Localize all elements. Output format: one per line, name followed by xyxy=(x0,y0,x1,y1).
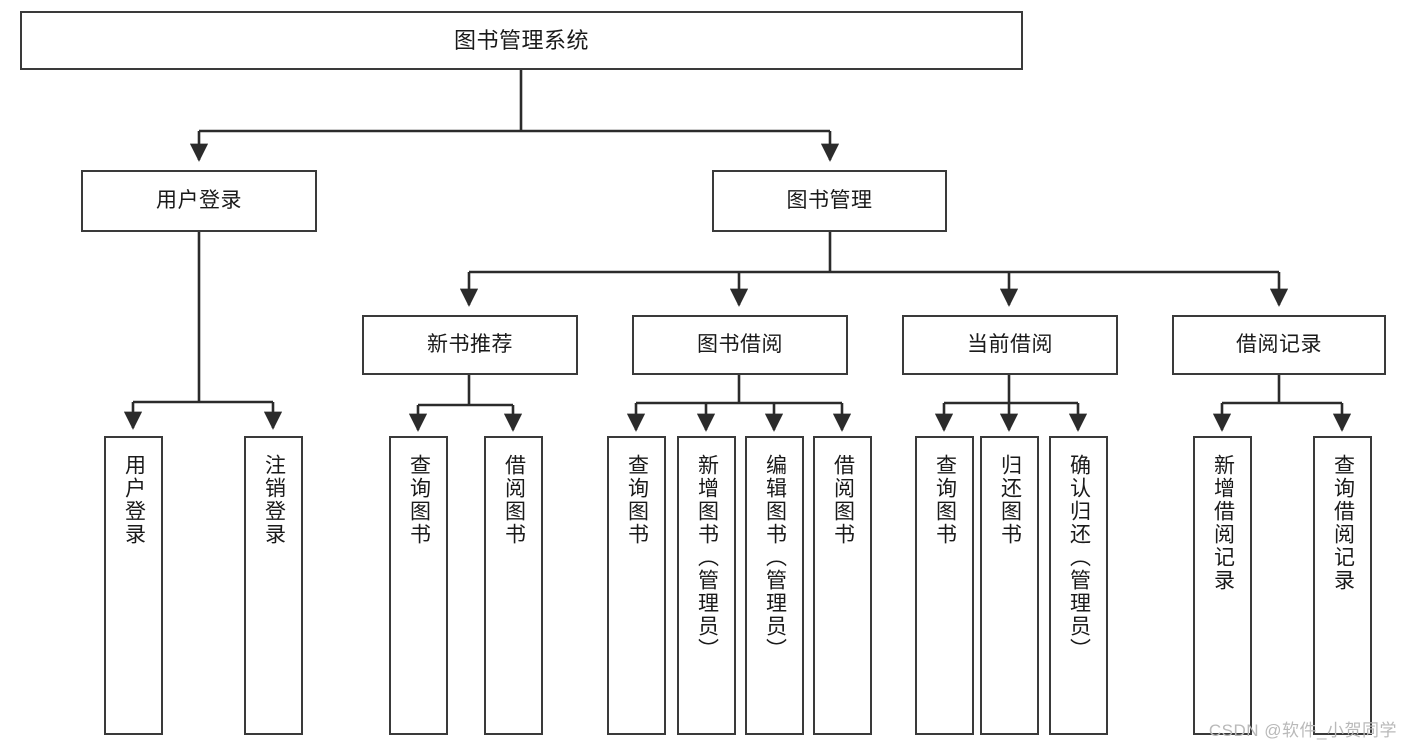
node-leaf-query-book-borrow[interactable]: 查询图书 xyxy=(607,436,666,735)
node-leaf-user-login[interactable]: 用户登录 xyxy=(104,436,163,735)
node-leaf-query-book-current[interactable]: 查询图书 xyxy=(915,436,974,735)
node-label: 查询图书 xyxy=(933,454,957,546)
node-book-borrow[interactable]: 图书借阅 xyxy=(632,315,848,375)
node-label: 新增图书（管理员） xyxy=(695,454,719,661)
node-label: 查询图书 xyxy=(407,454,431,546)
node-label: 查询借阅记录 xyxy=(1331,454,1355,592)
node-label: 新书推荐 xyxy=(427,332,513,356)
node-label: 归还图书 xyxy=(998,454,1022,546)
node-book-manage[interactable]: 图书管理 xyxy=(712,170,947,232)
node-user-login[interactable]: 用户登录 xyxy=(81,170,317,232)
node-new-book-recommend[interactable]: 新书推荐 xyxy=(362,315,578,375)
node-label: 当前借阅 xyxy=(967,332,1053,356)
node-borrow-record[interactable]: 借阅记录 xyxy=(1172,315,1386,375)
node-leaf-add-book[interactable]: 新增图书（管理员） xyxy=(677,436,736,735)
node-root-book-management-system[interactable]: 图书管理系统 xyxy=(20,11,1023,70)
node-label: 查询图书 xyxy=(625,454,649,546)
node-label: 借阅记录 xyxy=(1236,332,1322,356)
node-label: 图书借阅 xyxy=(697,332,783,356)
node-label: 图书管理系统 xyxy=(453,27,589,53)
node-leaf-add-borrow-record[interactable]: 新增借阅记录 xyxy=(1193,436,1252,735)
node-leaf-borrow-book[interactable]: 借阅图书 xyxy=(813,436,872,735)
node-label: 用户登录 xyxy=(122,454,146,546)
node-leaf-borrow-book-recommend[interactable]: 借阅图书 xyxy=(484,436,543,735)
node-label: 编辑图书（管理员） xyxy=(763,454,787,661)
node-label: 用户登录 xyxy=(156,188,242,212)
node-leaf-return-book[interactable]: 归还图书 xyxy=(980,436,1039,735)
node-label: 注销登录 xyxy=(262,454,286,546)
node-leaf-query-book-recommend[interactable]: 查询图书 xyxy=(389,436,448,735)
watermark-text: CSDN @软件_小贺同学 xyxy=(1208,721,1397,740)
node-label: 新增借阅记录 xyxy=(1211,454,1235,592)
node-leaf-confirm-return[interactable]: 确认归还（管理员） xyxy=(1049,436,1108,735)
node-label: 借阅图书 xyxy=(502,454,526,546)
node-label: 借阅图书 xyxy=(831,454,855,546)
node-current-borrow[interactable]: 当前借阅 xyxy=(902,315,1118,375)
node-label: 确认归还（管理员） xyxy=(1067,454,1091,661)
node-label: 图书管理 xyxy=(786,188,873,212)
node-leaf-query-borrow-record[interactable]: 查询借阅记录 xyxy=(1313,436,1372,735)
node-leaf-edit-book[interactable]: 编辑图书（管理员） xyxy=(745,436,804,735)
node-leaf-user-logout[interactable]: 注销登录 xyxy=(244,436,303,735)
